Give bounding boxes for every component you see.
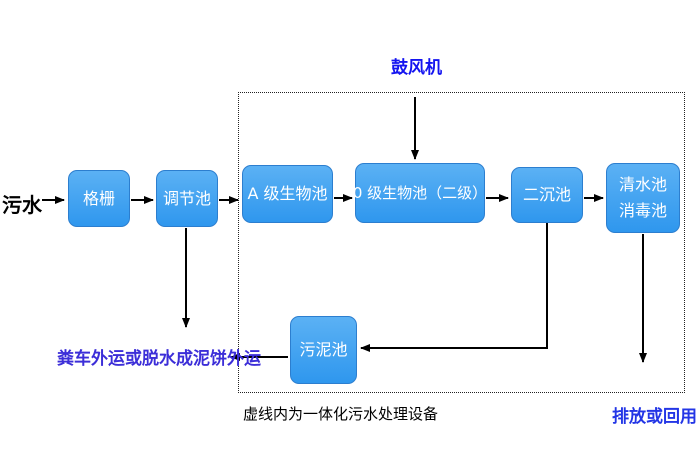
node-sludge-label: 污泥池	[299, 340, 348, 359]
node-regulating-tank: 调节池	[156, 170, 218, 227]
node-o-bio-label: 0 级生物池（二级）	[352, 183, 488, 202]
blower-label: 鼓风机	[391, 58, 442, 78]
node-regulating-label: 调节池	[162, 188, 211, 208]
node-a-level-bio-pool: A 级生物池	[242, 165, 333, 223]
node-secondary-sedimentation-tank: 二沉池	[511, 167, 583, 223]
node-clear-line1: 清水池	[618, 175, 667, 195]
node-grid-label: 格栅	[82, 188, 115, 208]
node-a-bio-label: A 级生物池	[247, 184, 328, 203]
sludge-disposal-label: 粪车外运或脱水成泥饼外运	[57, 349, 261, 369]
node-o-level-bio-pool: 0 级生物池（二级）	[352, 163, 488, 223]
node-sludge-pool: 污泥池	[290, 316, 357, 384]
node-clear-line2: 消毒池	[618, 201, 667, 220]
influent-label: 污水	[2, 193, 42, 217]
equipment-caption: 虚线内为一体化污水处理设备	[243, 405, 439, 423]
node-clear-water-disinfection-tank: 清水池 消毒池	[606, 163, 680, 233]
node-grid-screen: 格栅	[68, 170, 130, 227]
discharge-label: 排放或回用	[612, 407, 697, 427]
node-sed-label: 二沉池	[522, 185, 571, 204]
integrated-equipment-boundary	[238, 92, 685, 393]
